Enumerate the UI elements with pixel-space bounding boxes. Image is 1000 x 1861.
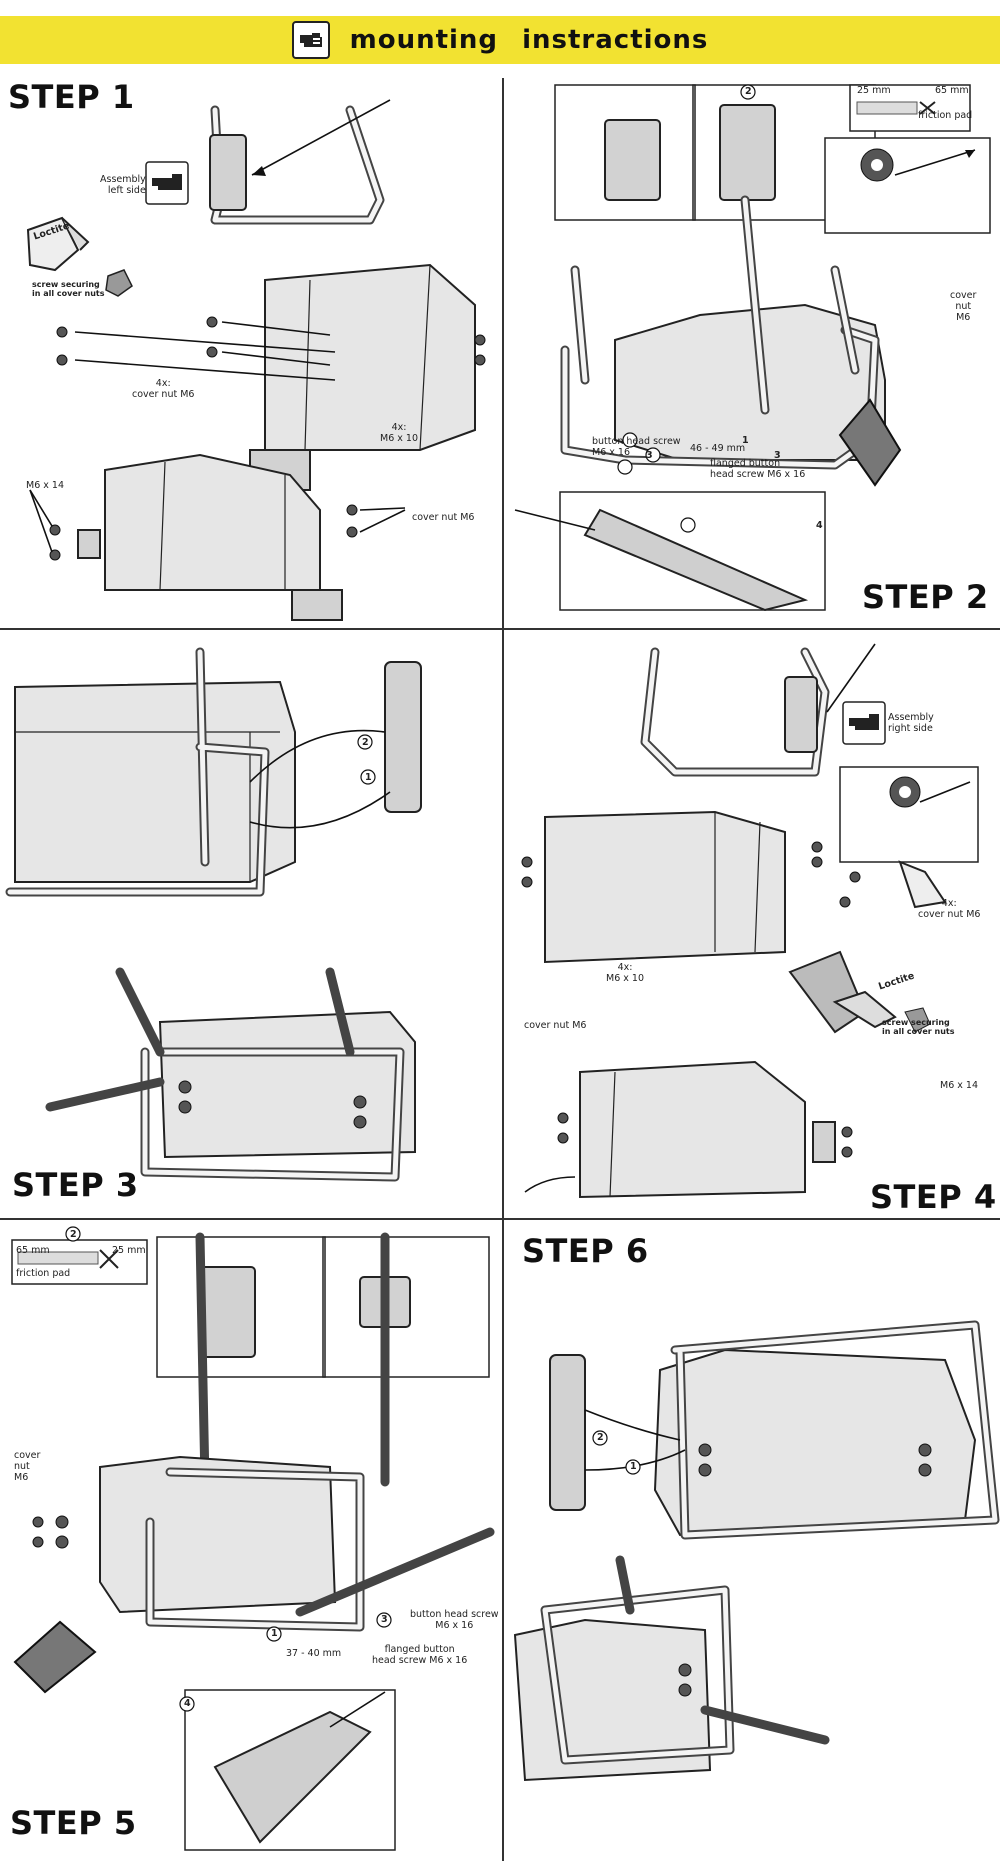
page-title: mounting instractions bbox=[349, 25, 709, 55]
step2-title: STEP 2 bbox=[862, 578, 989, 616]
step6-circle-1: 1 bbox=[630, 1461, 637, 1472]
step1-illustration bbox=[26, 99, 486, 621]
step2-circle-2: 2 bbox=[745, 86, 752, 97]
step2-circle-3b: 3 bbox=[774, 450, 781, 461]
step3-circle-1: 1 bbox=[365, 772, 372, 783]
step2-circle-3a: 3 bbox=[646, 450, 653, 461]
step2-circle-1: 1 bbox=[742, 435, 749, 446]
step4-title: STEP 4 bbox=[870, 1178, 997, 1216]
step5-circle-4: 4 bbox=[184, 1698, 191, 1709]
step2-friction-pad: friction pad bbox=[918, 110, 973, 121]
step2-circle-4: 4 bbox=[816, 520, 823, 531]
step2-range: 46 - 49 mm bbox=[690, 443, 746, 454]
step5-65mm: 65 mm bbox=[16, 1245, 50, 1256]
step5-circle-3: 3 bbox=[381, 1614, 388, 1625]
step2-25mm: 25 mm bbox=[857, 85, 891, 96]
step5-25mm: 25 mm bbox=[112, 1245, 146, 1256]
divider-vertical bbox=[502, 78, 504, 1861]
divider-row1 bbox=[0, 628, 1000, 630]
step5-title: STEP 5 bbox=[10, 1804, 137, 1842]
divider-row2 bbox=[0, 1218, 1000, 1220]
step5-friction-pad: friction pad bbox=[16, 1268, 71, 1279]
step5-circle-1: 1 bbox=[271, 1628, 278, 1639]
header-banner: mounting instractions bbox=[0, 16, 1000, 64]
step6-illustration bbox=[513, 1320, 1000, 1782]
pointing-hand-icon bbox=[291, 21, 330, 59]
step4-cover-nut-4x: 4x:cover nut M6 bbox=[918, 898, 981, 920]
step1-cover-nut-4x: 4x:cover nut M6 bbox=[132, 378, 195, 400]
step3-circle-2: 2 bbox=[362, 737, 369, 748]
nut-group bbox=[56, 316, 486, 366]
step1-title: STEP 1 bbox=[8, 78, 135, 116]
step2-illustration bbox=[514, 84, 991, 612]
step6-circle-2: 2 bbox=[597, 1432, 604, 1443]
step5-range: 37 - 40 mm bbox=[286, 1648, 342, 1659]
step3-illustration bbox=[5, 647, 422, 1182]
step4-cover-nut: cover nut M6 bbox=[524, 1020, 587, 1031]
step2-65mm: 65 mm bbox=[935, 85, 969, 96]
step4-illustration bbox=[521, 643, 979, 1199]
step4-m6x14: M6 x 14 bbox=[940, 1080, 978, 1091]
step3-title: STEP 3 bbox=[12, 1166, 139, 1204]
step6-title: STEP 6 bbox=[522, 1232, 649, 1270]
step5-circle-2: 2 bbox=[70, 1229, 77, 1240]
step1-cover-nut: cover nut M6 bbox=[412, 512, 475, 523]
step1-m6x10-4x: 4x:M6 x 10 bbox=[380, 422, 418, 444]
step5-illustration bbox=[11, 1226, 495, 1851]
step4-m6x10-4x: 4x:M6 x 10 bbox=[606, 962, 644, 984]
step1-m6x14: M6 x 14 bbox=[26, 480, 64, 491]
